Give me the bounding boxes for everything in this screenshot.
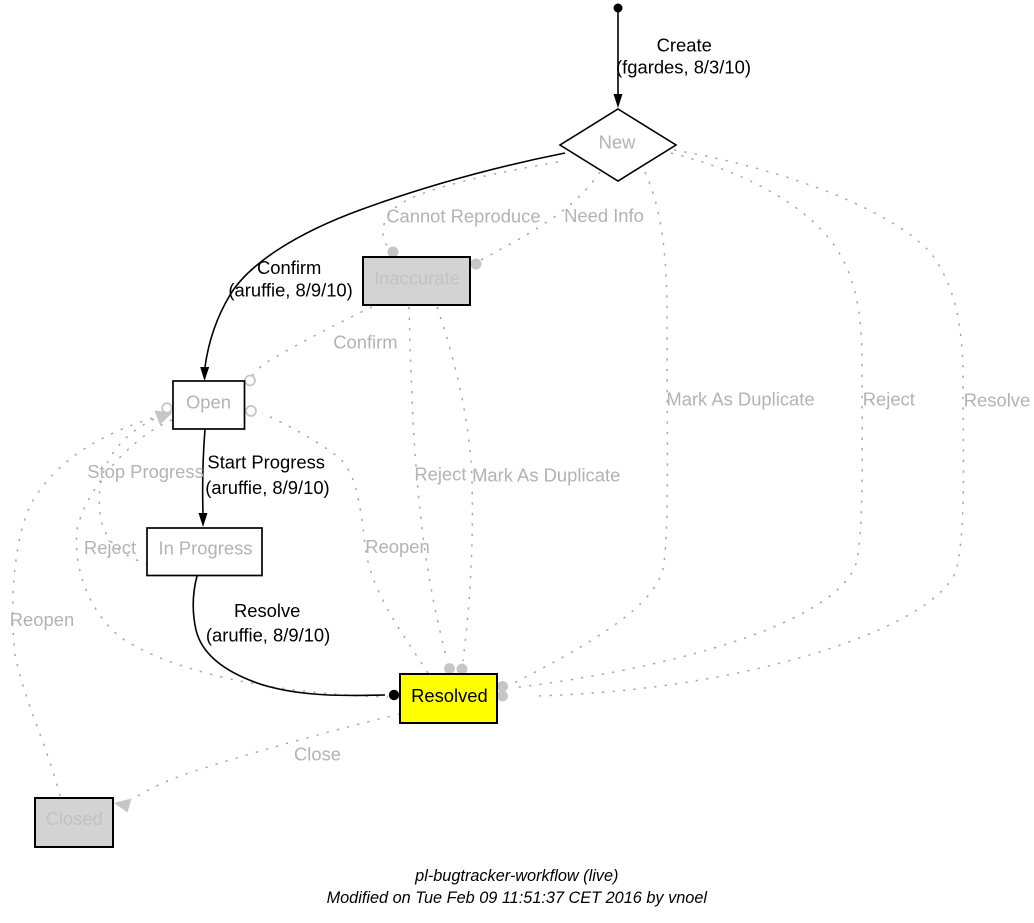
svg-text:(aruffie, 8/9/10): (aruffie, 8/9/10) xyxy=(205,477,329,498)
svg-text:(aruffie, 8/9/10): (aruffie, 8/9/10) xyxy=(228,279,352,300)
svg-text:Reject: Reject xyxy=(863,389,915,410)
svg-text:Reopen: Reopen xyxy=(365,536,429,557)
svg-text:Resolved: Resolved xyxy=(411,685,488,706)
svg-text:Inaccurate: Inaccurate xyxy=(374,267,460,288)
svg-text:Closed: Closed xyxy=(46,808,103,829)
svg-text:Reject: Reject xyxy=(84,537,136,558)
svg-text:Mark As Duplicate: Mark As Duplicate xyxy=(666,389,814,410)
svg-text:Resolve: Resolve xyxy=(234,600,300,621)
svg-text:Confirm: Confirm xyxy=(257,257,321,278)
svg-text:(aruffie, 8/9/10): (aruffie, 8/9/10) xyxy=(206,625,330,646)
svg-text:Modified on Tue Feb 09 11:51:3: Modified on Tue Feb 09 11:51:37 CET 2016… xyxy=(327,889,708,907)
svg-text:Resolve: Resolve xyxy=(964,389,1030,410)
svg-text:(fgardes, 8/3/10): (fgardes, 8/3/10) xyxy=(616,57,751,78)
svg-text:pl-bugtracker-workflow (live): pl-bugtracker-workflow (live) xyxy=(414,867,618,885)
svg-text:Start Progress: Start Progress xyxy=(207,451,325,472)
svg-text:New: New xyxy=(599,132,637,153)
svg-text:Mark As Duplicate: Mark As Duplicate xyxy=(472,464,620,485)
svg-text:Need Info: Need Info xyxy=(564,205,644,226)
svg-text:Create: Create xyxy=(657,35,712,56)
svg-text:Reject: Reject xyxy=(414,463,466,484)
svg-text:Cannot Reproduce: Cannot Reproduce xyxy=(386,206,540,227)
svg-text:In Progress: In Progress xyxy=(158,538,252,559)
svg-text:Open: Open xyxy=(186,391,231,412)
svg-text:Close: Close xyxy=(294,744,341,765)
svg-text:Stop Progress: Stop Progress xyxy=(87,461,204,482)
svg-text:Confirm: Confirm xyxy=(333,332,397,353)
svg-text:Reopen: Reopen xyxy=(10,609,74,630)
